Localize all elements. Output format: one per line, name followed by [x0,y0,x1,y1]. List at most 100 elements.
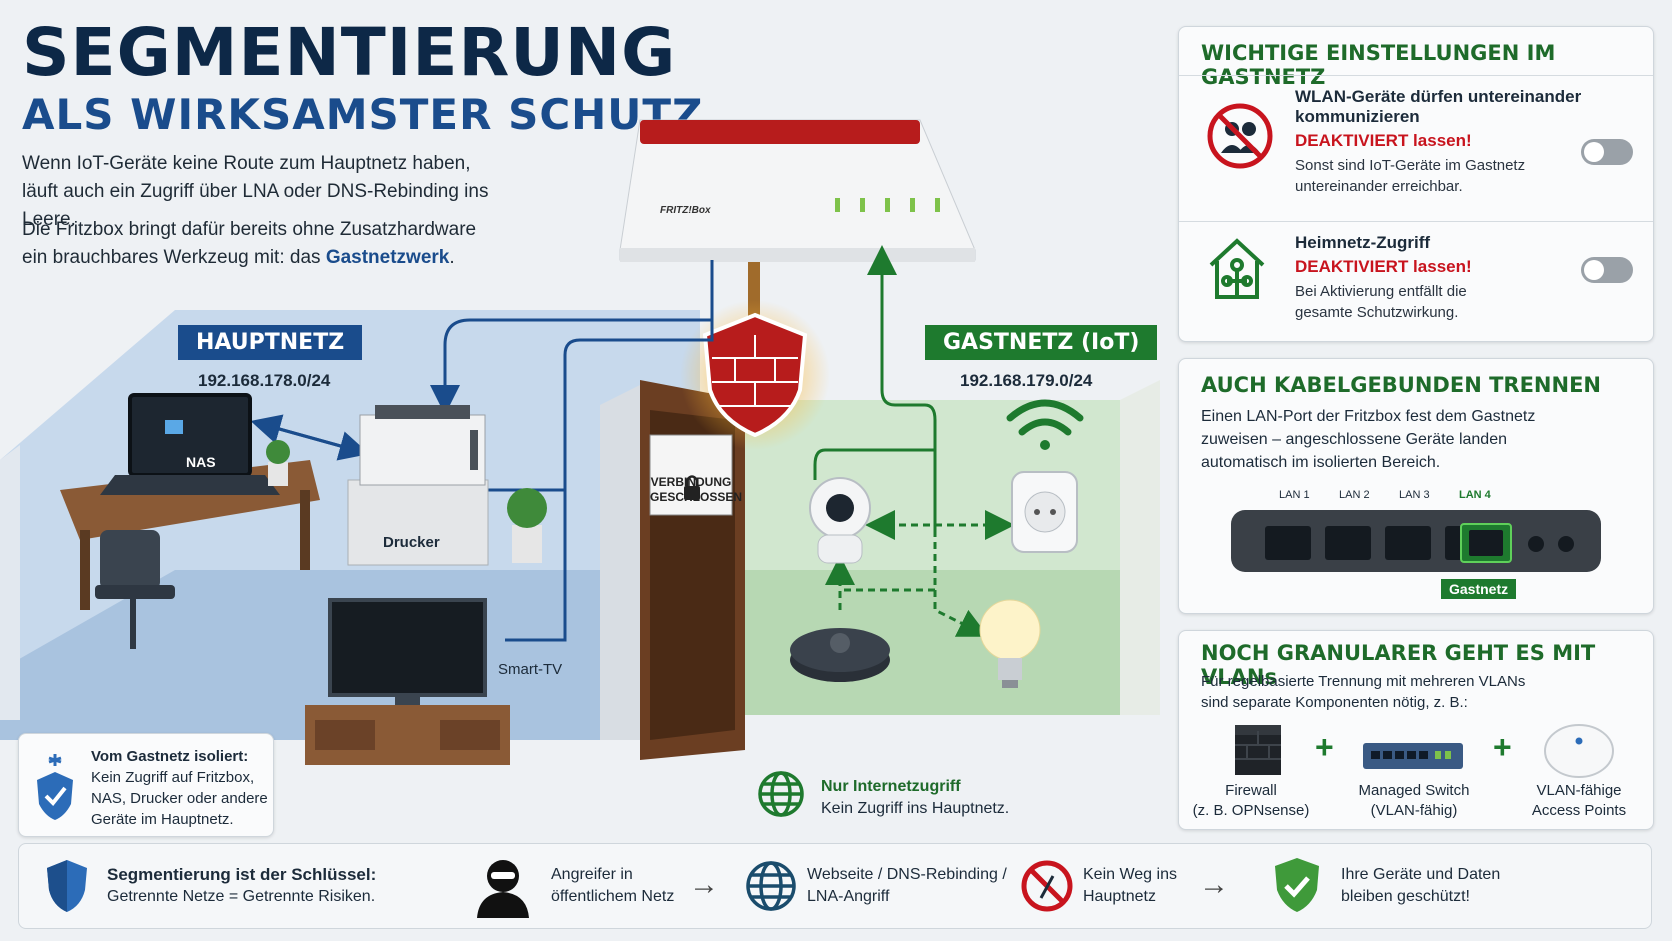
page-title: SEGMENTIERUNG [22,14,677,91]
plus-sign: + [1493,729,1512,765]
shield-check-icon [37,754,73,820]
step-attack-line: LNA-Angriff [807,888,890,905]
summary-key-title: Segmentierung ist der Schlüssel: [107,865,377,884]
isolation-title: Vom Gastnetz isoliert: [91,748,249,765]
firewall-shield-icon [680,300,830,450]
isolation-line: NAS, Drucker oder andere [91,790,268,807]
intro-paragraph-2: Die Fritzbox bringt dafür bereits ohne Z… [22,216,542,272]
robot-vacuum [790,628,890,682]
setting-1-status: DEAKTIVIERT lassen! [1295,131,1472,150]
guest-network-ip: 192.168.179.0/24 [960,371,1093,390]
printer-label: Drucker [383,534,440,551]
guest-settings-panel: WICHTIGE EINSTELLUNGEN IM GASTNETZ WLAN-… [1178,26,1654,342]
plus-sign: + [1315,729,1334,765]
network-illustration [0,119,1160,765]
guest-network-connections [813,245,1015,637]
guest-network-label: GASTNETZ (IoT) [925,325,1158,360]
page-subtitle: ALS WIRKSAMSTER SCHUTZ [22,90,704,139]
door-sign-text: VERBINDUNG GESCHLOSSEN [650,475,743,505]
globe-icon [758,771,804,817]
vlan-component-ap: VLAN-fähige Access Points [1515,781,1643,821]
setting-1-title: kommunizieren [1295,107,1420,126]
main-network-label: HAUPTNETZ [178,325,363,360]
intro-line: Wenn IoT-Geräte keine Route zum Hauptnet… [22,153,471,174]
port-label-lan2: LAN 2 [1339,489,1370,501]
component-name: Managed Switch [1358,782,1470,799]
cable-line: zuweisen – angeschlossene Geräte landen [1201,431,1507,448]
smart-tv [305,598,510,765]
isolation-line: Geräte im Hauptnetz. [91,811,234,828]
main-network-connections [250,260,714,642]
router-device [619,119,976,262]
vlan-component-switch: Managed Switch (VLAN-fähig) [1339,781,1489,821]
router-back-ports [1231,510,1601,572]
component-name: VLAN-fähige [1536,782,1622,799]
home-network-icon [1209,238,1265,299]
setting-2-desc: gesamte Schutzwirkung. [1295,304,1459,321]
isolation-line: Kein Zugriff auf Fritzbox, [91,769,255,786]
plant-small [266,440,290,486]
setting-1-desc: Sonst sind IoT-Geräte im Gastnetz [1295,157,1526,174]
home-network-access-toggle[interactable] [1581,257,1633,283]
ip-camera [809,477,871,564]
internet-only-text: Kein Zugriff ins Hauptnetz. [821,800,1010,817]
component-desc: (VLAN-fähig) [1370,802,1458,819]
router-brand: FRITZ!Box [660,205,711,216]
hacker-icon [477,860,529,918]
internet-only-title: Nur Internetzugriff [821,778,961,795]
wired-separation-panel: AUCH KABELGEBUNDEN TRENNEN Einen LAN-Por… [1178,358,1654,614]
wifi-icon [1006,399,1084,450]
cable-title: AUCH KABELGEBUNDEN TRENNEN [1201,373,1602,397]
guest-port-badge: Gastnetz [1441,579,1517,599]
port-label-lan3: LAN 3 [1399,489,1430,501]
step-attacker-line: öffentlichem Netz [551,888,675,905]
component-desc: Access Points [1531,802,1627,819]
shield-check-icon [1275,858,1319,912]
managed-switch-icon [1363,743,1463,769]
no-communication-icon [1207,103,1273,169]
smart-bulb [979,599,1041,688]
vlan-line: sind separate Komponenten nötig, z. B.: [1201,694,1468,711]
vlan-line: Für regelbasierte Trennung mit mehreren … [1201,673,1526,690]
firewall-icon [1235,725,1281,775]
cable-line: automatisch im isolierten Bereich. [1201,454,1441,471]
port-label-lan1: LAN 1 [1279,489,1310,501]
summary-bar: Segmentierung ist der Schlüssel: Getrenn… [18,843,1652,929]
summary-key-text: Getrennte Netze = Getrennte Risiken. [107,888,376,905]
wlan-isolation-toggle[interactable] [1581,139,1633,165]
intro-paragraph-1: Wenn IoT-Geräte keine Route zum Hauptnet… [22,150,542,234]
plant-large [507,488,547,563]
vlan-component-firewall: Firewall (z. B. OPNsense) [1191,781,1311,821]
step-protected-line: Ihre Geräte und Daten [1341,866,1501,883]
port-label-lan4: LAN 4 [1459,489,1491,501]
arrow-right-icon: → [689,868,719,901]
cable-line: Einen LAN-Port der Fritzbox fest dem Gas… [1201,408,1536,425]
vlan-title: NOCH GRANULARER GEHT ES MIT VLANs [1201,641,1596,689]
door-sign-line: GESCHLOSSEN [650,490,743,504]
setting-2-status: DEAKTIVIERT lassen! [1295,257,1472,276]
step-blocked-line: Hauptnetz [1083,888,1156,905]
setting-2-title: Heimnetz-Zugriff [1295,233,1431,252]
door-sign-line: VERBINDUNG [650,475,732,489]
component-desc: (z. B. OPNsense) [1192,802,1310,819]
laptop-nas [60,393,320,610]
intro-line: ein brauchbares Werkzeug mit: das Gastne… [22,244,542,272]
intro-period: . [449,247,455,268]
arrow-right-icon: → [1199,868,1229,901]
printer-device [347,405,489,566]
nas-label: NAS [186,454,216,470]
step-attack-line: Webseite / DNS-Rebinding / [807,866,1007,883]
setting-2-desc: Bei Aktivierung entfällt die [1295,283,1467,300]
step-protected-line: bleiben geschützt! [1341,888,1470,905]
main-network-ip: 192.168.178.0/24 [198,371,331,390]
globe-icon [746,861,796,911]
component-name: Firewall [1225,782,1277,799]
intro-line: Die Fritzbox bringt dafür bereits ohne Z… [22,219,477,240]
blocked-icon [1021,860,1073,912]
step-attacker-line: Angreifer in [551,866,633,883]
smart-plug [1011,471,1078,553]
setting-1-desc: untereinander erreichbar. [1295,178,1463,195]
smart-tv-label: Smart-TV [498,661,563,678]
door-sign [649,434,733,516]
shield-icon [47,860,87,912]
